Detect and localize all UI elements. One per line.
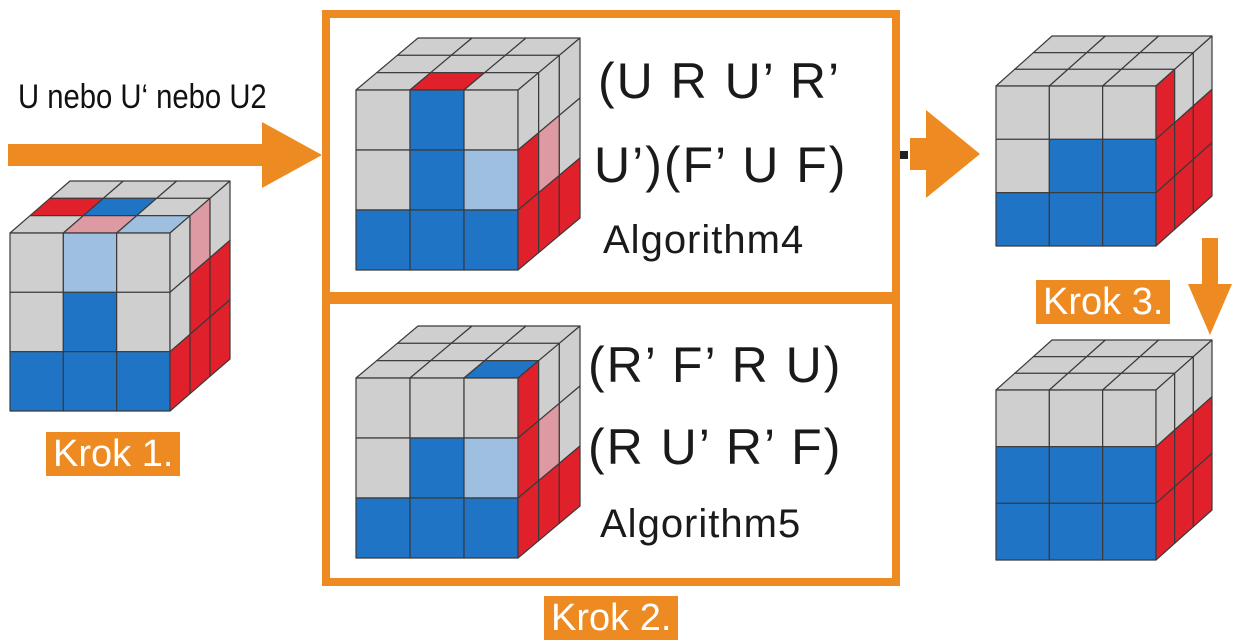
front-sticker [9, 291, 64, 353]
cubes-layer [9, 35, 1213, 561]
step1-badge: Krok 1. [46, 432, 181, 476]
front-sticker [62, 291, 118, 353]
right-sticker [558, 157, 581, 236]
algorithm5-name: Algorithm5 [600, 502, 802, 546]
front-sticker [1048, 502, 1104, 561]
front-sticker [1048, 85, 1104, 140]
front-sticker [62, 351, 118, 412]
front-sticker [463, 437, 519, 499]
front-sticker [1048, 192, 1104, 247]
front-sticker [995, 138, 1050, 194]
arrow-down-step3 [1188, 238, 1232, 335]
cube-alg5 [355, 325, 581, 559]
cube-solved-layer [995, 339, 1213, 561]
front-sticker [355, 209, 411, 271]
front-sticker [463, 377, 519, 439]
right-sticker [209, 299, 231, 377]
front-sticker [1102, 389, 1157, 448]
cube-start [9, 180, 231, 412]
front-sticker [9, 351, 64, 412]
front-sticker [1048, 446, 1104, 504]
right-sticker [558, 445, 581, 524]
cube-alg4 [355, 37, 581, 271]
front-sticker [355, 497, 411, 559]
front-sticker [355, 149, 411, 211]
front-sticker [355, 377, 411, 439]
front-sticker [9, 232, 64, 293]
front-sticker [995, 389, 1050, 448]
step3-badge: Krok 3. [1036, 280, 1171, 324]
algorithm4-name: Algorithm4 [603, 218, 805, 262]
front-sticker [463, 149, 519, 211]
front-sticker [1102, 138, 1157, 194]
arrow-to-step2 [8, 122, 322, 188]
front-sticker [1102, 85, 1157, 140]
front-sticker [355, 437, 411, 499]
front-sticker [463, 89, 519, 151]
front-sticker [409, 89, 465, 151]
front-sticker [1102, 446, 1157, 504]
front-sticker [409, 209, 465, 271]
front-sticker [463, 209, 519, 271]
algorithm4-line2: U’)(F’ U F) [594, 137, 848, 193]
front-sticker [116, 351, 171, 412]
front-sticker [116, 232, 171, 293]
front-sticker [409, 149, 465, 211]
front-sticker [116, 291, 171, 353]
front-sticker [409, 437, 465, 499]
front-sticker [1048, 138, 1104, 194]
right-sticker [1192, 142, 1213, 214]
front-sticker [995, 192, 1050, 247]
algorithm4-line1: (U R U’ R’ [598, 53, 842, 109]
algorithm5-line2: (R U’ R’ F) [588, 419, 843, 475]
algorithm5-box [322, 296, 900, 586]
front-sticker [1102, 192, 1157, 247]
right-sticker [1192, 452, 1213, 528]
front-sticker [995, 446, 1050, 504]
front-sticker [62, 232, 118, 293]
front-sticker [463, 497, 519, 559]
front-sticker [409, 497, 465, 559]
step2-badge: Krok 2. [544, 596, 679, 640]
front-sticker [995, 85, 1050, 140]
front-sticker [409, 377, 465, 439]
move-hint-label: U nebo U‘ nebo U2 [18, 78, 267, 116]
front-sticker [995, 502, 1050, 561]
front-sticker [355, 89, 411, 151]
front-sticker [1102, 502, 1157, 561]
cube-step3-before [995, 35, 1213, 247]
arrow-to-step3 [900, 110, 980, 198]
algorithm5-line1: (R’ F’ R U) [588, 337, 843, 393]
front-sticker [1048, 389, 1104, 448]
